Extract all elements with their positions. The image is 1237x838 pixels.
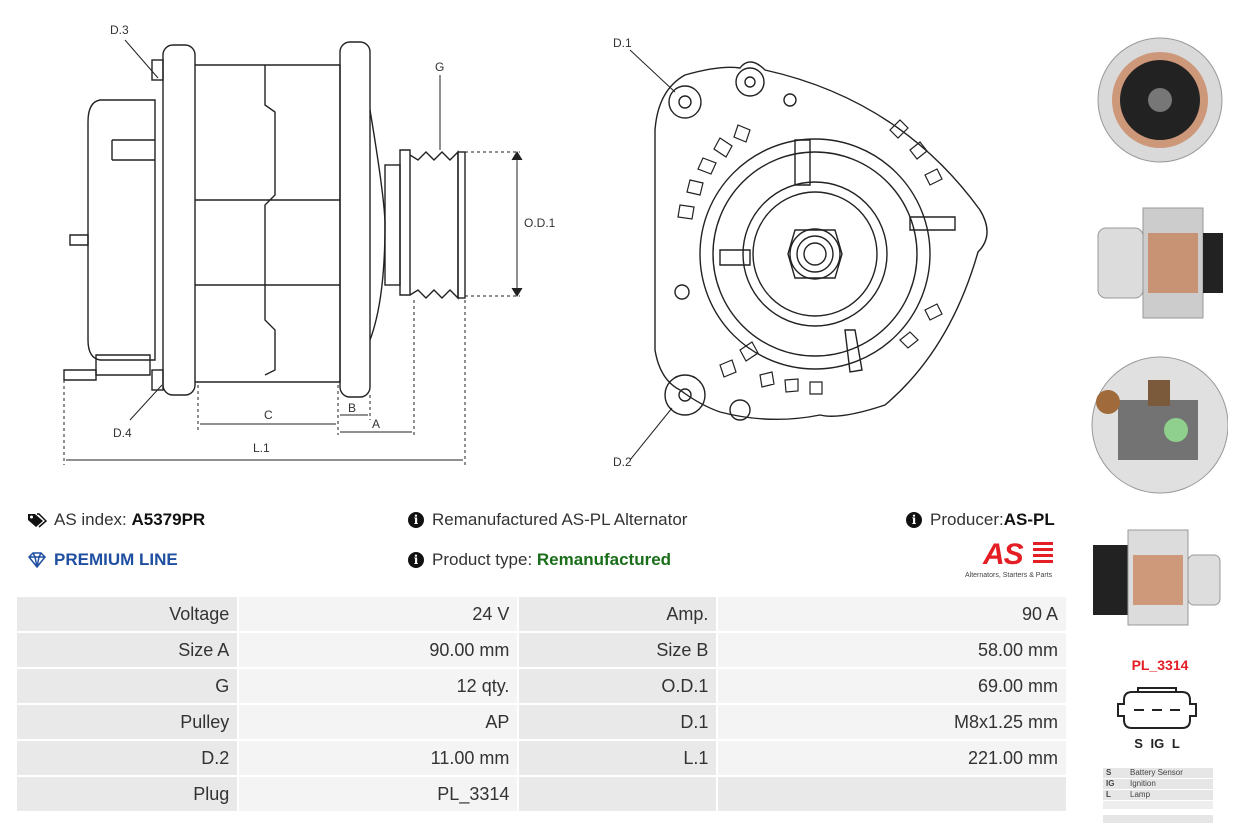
logo-tagline: Alternators, Starters & Parts — [965, 572, 1053, 579]
legend-row: IG Ignition — [1103, 779, 1213, 789]
spec-key: G — [17, 669, 238, 703]
spec-key — [519, 777, 717, 811]
product-photo-side[interactable] — [1088, 188, 1228, 338]
spec-value: 24 V — [239, 597, 518, 631]
product-type-value: Remanufactured — [536, 550, 672, 569]
legend-desc: Lamp — [1130, 790, 1151, 799]
premium-line-text: PREMIUM LINE — [54, 550, 178, 569]
label-d1: D.1 — [613, 36, 632, 50]
spec-key: L.1 — [519, 741, 717, 775]
info-icon: i — [906, 512, 922, 528]
plug-connector-icon — [1117, 687, 1197, 729]
spec-key: D.2 — [17, 741, 238, 775]
spec-key: Size B — [519, 633, 717, 667]
product-photo-angle[interactable] — [1088, 515, 1228, 635]
alternator-side-view-drawing: D.3 D.4 G O.D.1 C B A L.1 — [63, 23, 556, 465]
label-od1: O.D.1 — [524, 216, 556, 230]
as-index: AS index: A5379PR — [27, 510, 205, 530]
product-type: i Product type: Remanufactured — [408, 550, 671, 570]
spec-key: Amp. — [519, 597, 717, 631]
table-row: Pulley AP D.1 M8x1.25 mm — [17, 705, 1066, 739]
info-icon: i — [408, 512, 424, 528]
table-row: Voltage 24 V Amp. 90 A — [17, 597, 1066, 631]
as-logo: AS Alternators, Starters & Parts — [965, 538, 1069, 582]
specs-table: Voltage 24 V Amp. 90 A Size A 90.00 mm S… — [15, 595, 1068, 813]
spec-key: Pulley — [17, 705, 238, 739]
legend-row: L Lamp — [1103, 790, 1213, 800]
producer: i Producer:AS-PL — [906, 510, 1055, 530]
as-index-value: A5379PR — [131, 510, 206, 529]
spec-key: Size A — [17, 633, 238, 667]
spec-key: O.D.1 — [519, 669, 717, 703]
logo-mark: AS — [983, 538, 1024, 571]
spec-key: Plug — [17, 777, 238, 811]
product-photo-rear[interactable] — [1088, 340, 1228, 510]
label-l1: L.1 — [253, 441, 270, 455]
premium-line: PREMIUM LINE — [27, 550, 178, 570]
spec-value — [718, 777, 1066, 811]
table-row: D.2 11.00 mm L.1 221.00 mm — [17, 741, 1066, 775]
spec-value: M8x1.25 mm — [718, 705, 1066, 739]
product-type-label: Product type: — [432, 550, 533, 569]
spec-value: 58.00 mm — [718, 633, 1066, 667]
legend-key: S — [1106, 768, 1112, 777]
alternator-front-view-drawing: D.1 D.2 — [613, 36, 988, 469]
plug-pins: S IG L — [1134, 736, 1180, 751]
as-index-label: AS index: — [54, 510, 127, 529]
description-text: Remanufactured AS-PL Alternator — [432, 510, 688, 529]
label-d4: D.4 — [113, 426, 132, 440]
spec-value: AP — [239, 705, 518, 739]
label-c: C — [264, 408, 273, 422]
table-row: Plug PL_3314 — [17, 777, 1066, 811]
plug-legend: S Battery Sensor IG Ignition L Lamp — [1103, 768, 1213, 824]
label-d3: D.3 — [110, 23, 129, 37]
spec-value: 90.00 mm — [239, 633, 518, 667]
table-row: G 12 qty. O.D.1 69.00 mm — [17, 669, 1066, 703]
producer-label: Producer: — [930, 510, 1004, 529]
plug-name: PL_3314 — [1131, 657, 1189, 673]
spec-key: Voltage — [17, 597, 238, 631]
spec-value: 12 qty. — [239, 669, 518, 703]
table-row: Size A 90.00 mm Size B 58.00 mm — [17, 633, 1066, 667]
label-a: A — [372, 417, 380, 431]
tags-icon — [28, 513, 47, 528]
info-icon: i — [408, 552, 424, 568]
diamond-icon — [27, 552, 47, 568]
description: i Remanufactured AS-PL Alternator — [408, 510, 687, 530]
spec-key: D.1 — [519, 705, 717, 739]
spec-value: 69.00 mm — [718, 669, 1066, 703]
spec-value: 221.00 mm — [718, 741, 1066, 775]
label-d2: D.2 — [613, 455, 632, 469]
label-g: G — [435, 60, 444, 74]
legend-row: S Battery Sensor — [1103, 768, 1213, 778]
producer-value: AS-PL — [1003, 510, 1055, 529]
legend-desc: Ignition — [1130, 779, 1156, 788]
spec-value: 90 A — [718, 597, 1066, 631]
legend-key: IG — [1106, 779, 1115, 788]
spec-value: PL_3314 — [239, 777, 518, 811]
product-photo-front[interactable] — [1088, 8, 1228, 188]
legend-desc: Battery Sensor — [1130, 768, 1183, 777]
label-b: B — [348, 401, 356, 415]
spec-value: 11.00 mm — [239, 741, 518, 775]
legend-key: L — [1106, 790, 1111, 799]
